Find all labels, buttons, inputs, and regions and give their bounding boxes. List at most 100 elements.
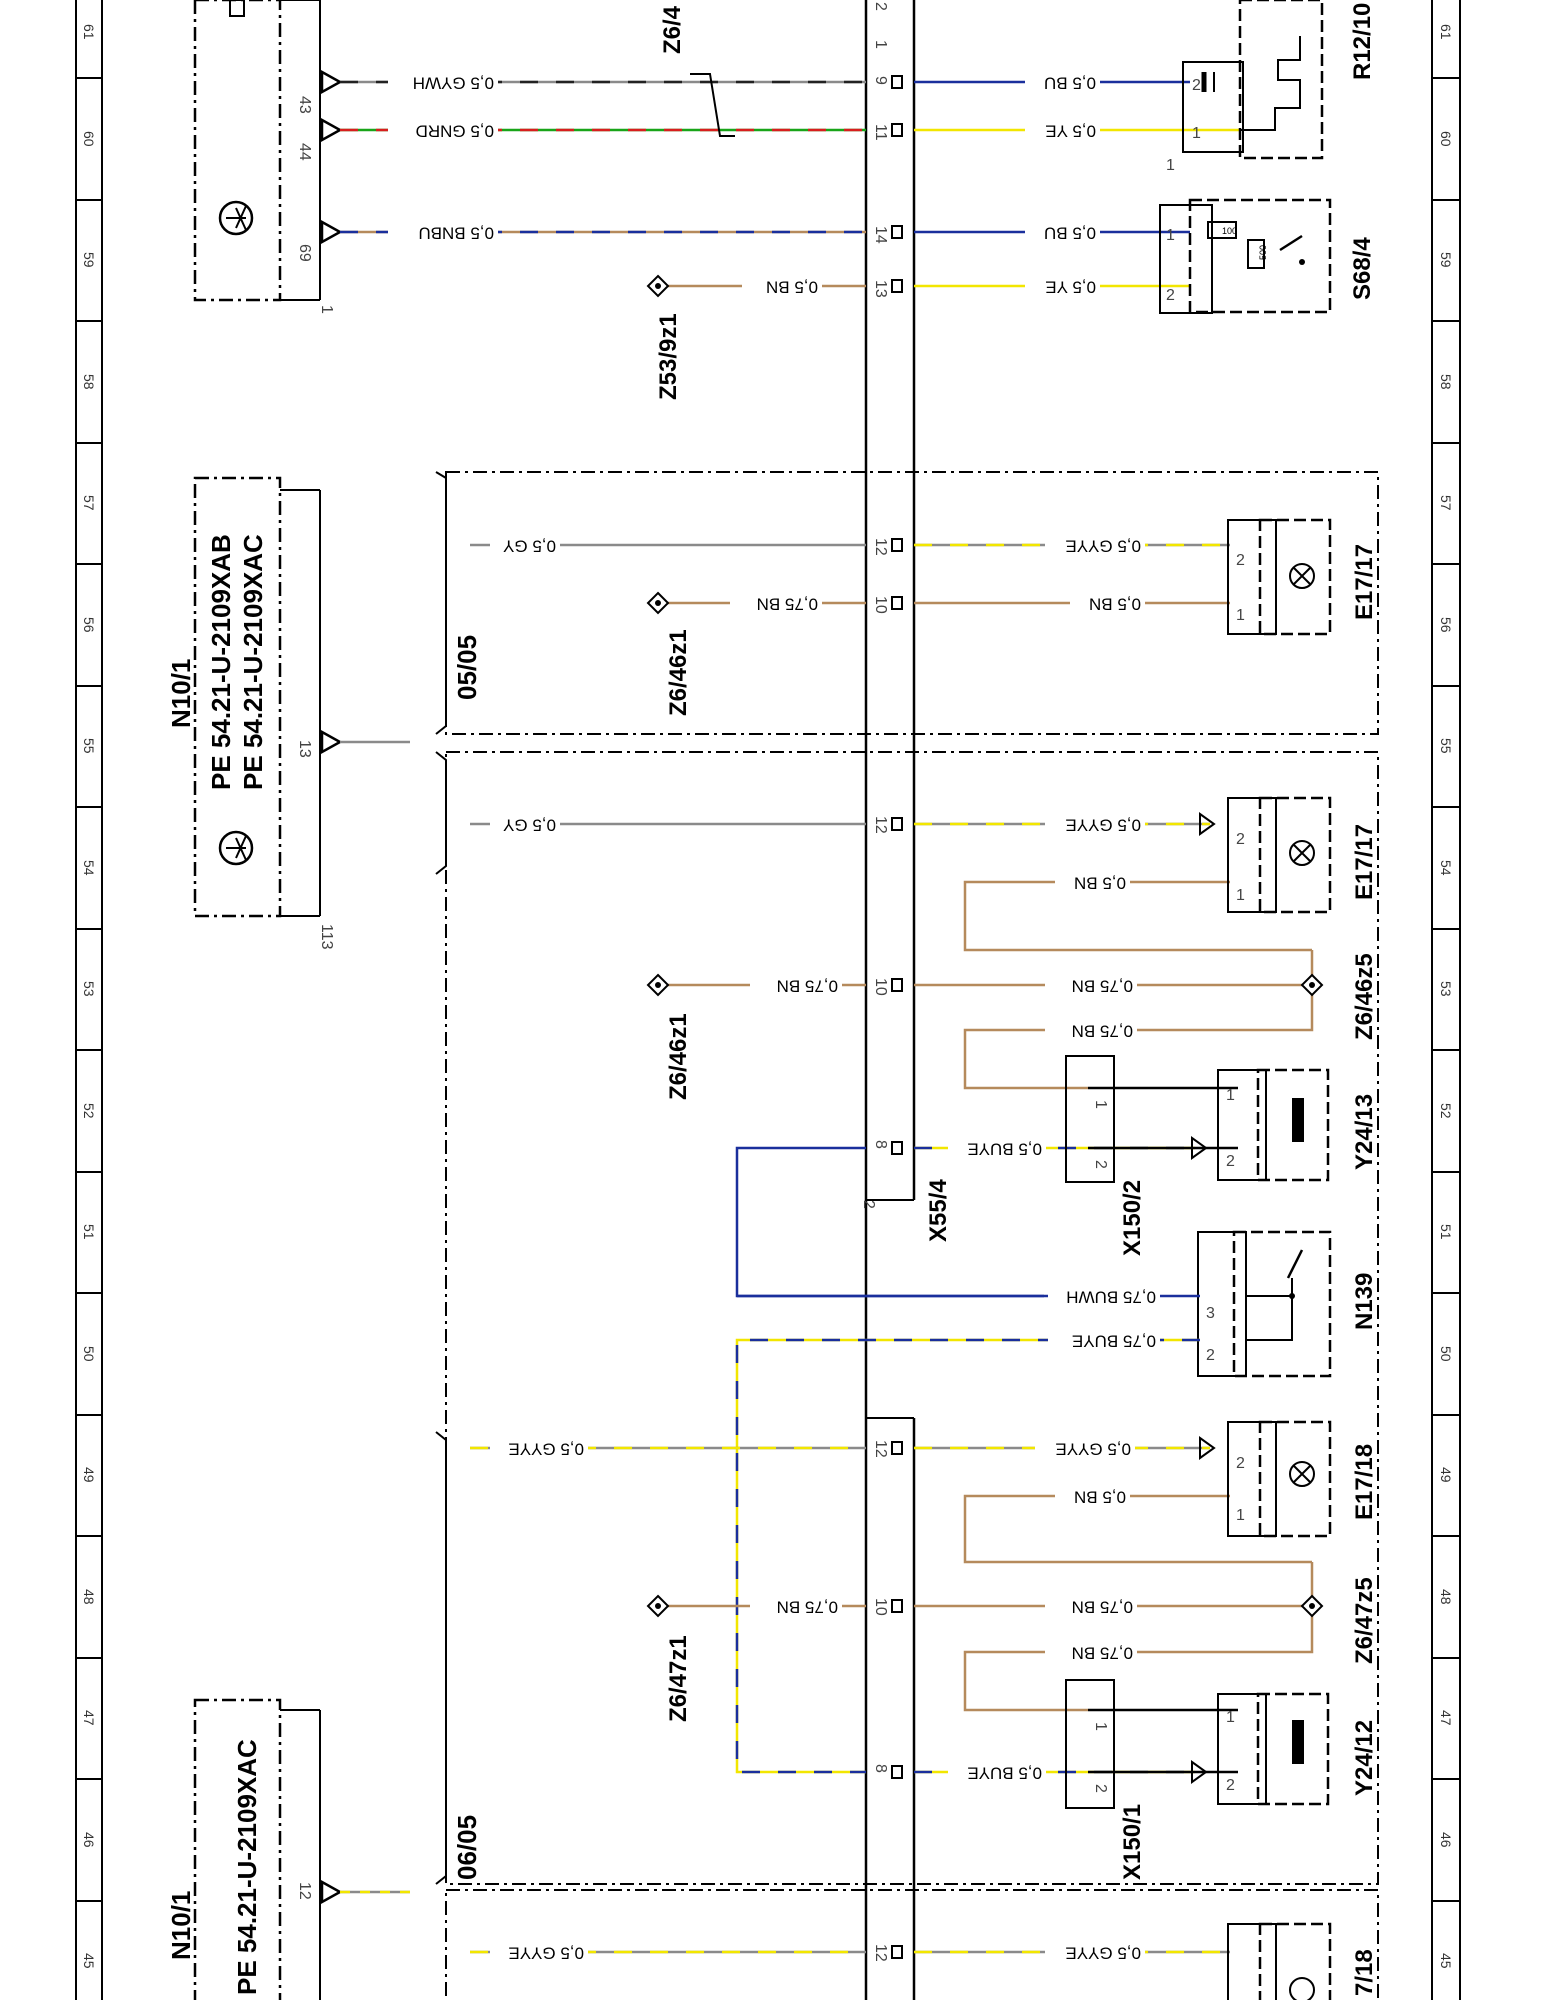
ruler-number: 49 [81, 1467, 97, 1483]
x150-1-connector: 1 2 X150/1 [1065, 1679, 1238, 1880]
z6-46z5-label: Z6/46z5 [1351, 953, 1378, 1040]
pin-label: 12 [872, 538, 889, 556]
wire-075bn-53a: 0,75 BN Z6/46z1 10 [646, 973, 889, 1100]
pin-label: 2 [872, 2, 889, 11]
n10-1-title: N10/1 [166, 659, 196, 728]
pin-label: 12 [872, 816, 889, 834]
ruler-number: 57 [81, 495, 97, 511]
wire-bn-49: 0,5 BN [963, 1486, 1312, 1564]
wire-gyye-45b: 0,5 GYYE [914, 1942, 1230, 1963]
wire-bn-z53: 0,5 BN Z53/9z1 [646, 274, 866, 400]
pin-69: 69 [296, 244, 313, 262]
z6-47z1-label: Z6/47z1 [665, 1635, 692, 1722]
pin-label: 10 [872, 978, 889, 996]
pin-label: 12 [872, 1440, 889, 1458]
wire-label: 0,5 BU [1044, 224, 1096, 243]
pin-label: 14 [872, 226, 889, 244]
z6-47z5-label: Z6/47z5 [1351, 1577, 1378, 1664]
wire-label: 0,75 BN [1072, 1598, 1133, 1617]
ruler-number: 50 [1438, 1346, 1454, 1362]
wire-label: 0,75 BUWH [1066, 1288, 1156, 1307]
left-ruler: 61 60 59 58 57 56 55 54 53 52 51 50 49 4… [75, 0, 103, 2000]
pin-label: 1 [1236, 887, 1245, 904]
section-box-05: 05/05 [435, 471, 1379, 735]
n139-component: 3 2 N139 [1197, 1230, 1378, 1378]
ruler-number: 59 [1438, 252, 1454, 268]
transistor-icon [218, 200, 254, 236]
pin-label: 1 [1166, 157, 1175, 174]
pin-1: 1 [318, 305, 335, 314]
wire-gyye-45a: 0,5 GYYE 12 [470, 1942, 889, 1963]
pin-label: 2 [1236, 1455, 1245, 1472]
z53-9z1-label: Z53/9z1 [655, 313, 682, 400]
pin-label: 1 [1236, 607, 1245, 624]
pin-label: 1 [1092, 1722, 1109, 1731]
z6-46z1-label: Z6/46z1 [665, 629, 692, 716]
wire-label: 0,75 BN [777, 1598, 838, 1617]
wire-label: 0,75 BN [1072, 977, 1133, 996]
wire-gyye-57: 0,5 GYYE 12 [872, 535, 1230, 556]
transistor-icon [218, 830, 254, 866]
e17-18-component: 2 1 E17/18 [1227, 1420, 1378, 1538]
pe-reference-ac: PE 54.21-U-2109XAC [232, 1739, 262, 1995]
lamp-icon [1289, 1461, 1315, 1487]
wire-label: 0,5 GYYE [1065, 537, 1141, 556]
y24-12-label: Y24/12 [1351, 1720, 1378, 1796]
pin-label: 2 [1092, 1160, 1109, 1169]
wire-buye-50: 0,75 BUYE [735, 1330, 1200, 1774]
wire-bn-54: 0,5 BN [963, 872, 1312, 952]
wire-buwh-50: 0,75 BUWH [737, 1286, 1200, 1307]
z6-4-label: Z6/4 [659, 5, 686, 54]
e17-17-lower: 2 1 E17/17 [1227, 796, 1378, 914]
pin-label: 13 [872, 280, 889, 298]
pin-label: 100 [1222, 226, 1237, 236]
pin-label: 2 [1226, 1777, 1235, 1794]
section-box-bottom [445, 1889, 1379, 2000]
wire-gyye-49b: 0,5 GYYE [914, 1436, 1216, 1460]
pin-label: 1 [1236, 1507, 1245, 1524]
wire-bn-56: 0,5 BN [914, 593, 1230, 614]
pin-label: 1 [1192, 125, 1201, 142]
pin-label: 10 [872, 596, 889, 614]
wire-label: 0,5 GYWH [413, 74, 494, 93]
pin-label: 2 [1166, 287, 1175, 304]
x150-1-label: X150/1 [1119, 1804, 1146, 1880]
y24-13-component: 1 2 Y24/13 [1217, 1068, 1378, 1182]
pin-label: 2 [1236, 831, 1245, 848]
n10-1-title: N10/1 [166, 1891, 196, 1960]
ruler-number: 51 [81, 1224, 97, 1240]
wire-bnbu: 0,5 BNBU [340, 222, 866, 243]
wire-label: 0,75 BN [1072, 1644, 1133, 1663]
wire-ye-s68: 0,5 YE [914, 276, 1190, 297]
wire-label: 0,5 GYYE [1055, 1440, 1131, 1459]
pin-label: 8 [872, 1764, 889, 1773]
lamp-icon [1289, 840, 1315, 866]
wire-label: 0,5 BN [1074, 874, 1126, 893]
wire-label: 0,5 BN [1089, 595, 1141, 614]
ruler-number: 48 [1438, 1589, 1454, 1605]
pe-reference-ac: PE 54.21-U-2109XAC [238, 534, 268, 790]
pe-reference-ab: PE 54.21-U-2109XAB [206, 534, 236, 790]
ruler-number: 47 [81, 1710, 97, 1726]
wire-label: 0,5 YE [1045, 278, 1096, 297]
ruler-number: 59 [81, 252, 97, 268]
s68-4-label: S68/4 [1349, 237, 1376, 300]
wire-label: 0,5 GNRD [416, 122, 494, 141]
wire-label: 0,75 BN [757, 595, 818, 614]
pin-label: 2 [860, 1200, 877, 1209]
z6-46z1-label: Z6/46z1 [665, 1013, 692, 1100]
wire-label: 0,5 GYYE [1065, 816, 1141, 835]
central-connector-strip [864, 0, 916, 2000]
pin-label: 2 [1192, 77, 1201, 94]
wire-label: 0,5 GY [503, 537, 556, 556]
ruler-number: 58 [1438, 374, 1454, 390]
pin-label: 1 [1166, 227, 1175, 244]
ruler-number: 51 [1438, 1224, 1454, 1240]
wire-ye-r12: 0,5 YE [914, 120, 1240, 141]
ruler-number: 53 [1438, 981, 1454, 997]
solenoid-icon [1292, 1720, 1304, 1764]
ruler-number: 45 [1438, 1953, 1454, 1969]
pin-label: 2 [1092, 1784, 1109, 1793]
ruler-number: 55 [1438, 738, 1454, 754]
n10-1-lower-block: N10/1 PE 54.21-U-2109XAC 12 [166, 1698, 410, 2000]
